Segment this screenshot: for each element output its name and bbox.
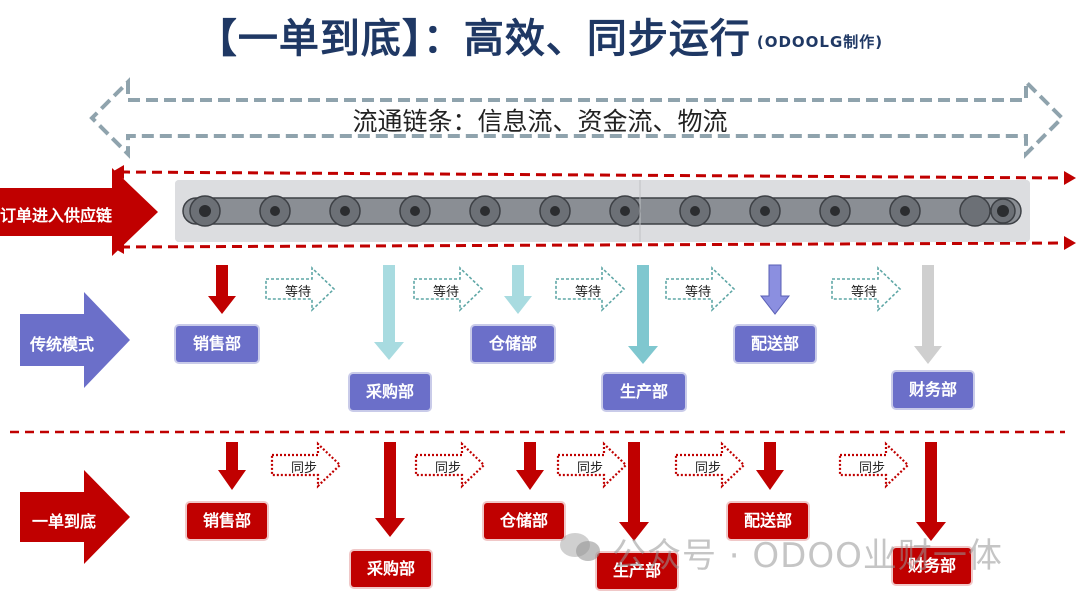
supply-entry-label: 订单进入供应链: [0, 206, 113, 225]
down-arrow-finance-trad: [914, 265, 942, 364]
sync-arrow-2: [414, 441, 486, 489]
watermark-text: 公众号 · ODOO业财一体: [612, 536, 1003, 576]
dept-sales-sync: 销售部: [187, 503, 267, 539]
sync-label: 同步: [290, 461, 317, 476]
wait-arrow-3: [555, 266, 626, 312]
wait-arrow-4: [665, 266, 736, 312]
wait-arrow-5: [831, 266, 902, 312]
down-arrow-warehouse-sync: [516, 442, 544, 490]
title-main: 【一单到底】：高效、同步运行: [196, 16, 751, 62]
one-order-arrow: [20, 470, 130, 564]
sync-label: 同步: [694, 461, 721, 476]
dept-finance-sync: 财务部: [893, 548, 971, 584]
dept-delivery-traditional: 配送部: [735, 326, 815, 362]
sync-arrow-3: [556, 441, 628, 489]
traditional-mode-arrow: [20, 292, 130, 388]
flow-banner-text: 流通链条：信息流、资金流、物流: [352, 107, 728, 136]
dept-purchase-sync: 采购部: [351, 551, 431, 587]
wait-label: 等待: [284, 285, 311, 300]
roller-chain-graphic: [175, 180, 1030, 242]
dept-finance-traditional: 财务部: [893, 372, 973, 408]
down-arrow-sales-trad: [208, 265, 236, 314]
sync-label: 同步: [576, 461, 603, 476]
traditional-mode-label: 传统模式: [30, 335, 95, 354]
down-arrow-delivery-sync: [756, 442, 784, 490]
down-arrow-production-trad: [628, 265, 658, 364]
down-arrow-purchase-sync: [375, 442, 405, 537]
sync-label: 同步: [858, 461, 885, 476]
wait-arrow-2: [413, 266, 484, 312]
wait-label: 等待: [850, 285, 877, 300]
dept-warehouse-traditional: 仓储部: [472, 326, 554, 362]
dept-sales-traditional: 销售部: [176, 326, 258, 362]
sync-label: 同步: [434, 461, 461, 476]
flow-banner-arrow: [89, 77, 1065, 159]
dept-production-sync: 生产部: [597, 553, 677, 589]
sync-arrow-5: [838, 441, 910, 489]
down-arrow-finance-sync: [916, 442, 946, 541]
roller-chain-image: [175, 180, 1030, 242]
dept-purchase-traditional: 采购部: [350, 374, 430, 410]
down-arrow-delivery-trad: [759, 264, 791, 315]
dept-production-traditional: 生产部: [603, 374, 685, 410]
page-title: 【一单到底】：高效、同步运行 (ODOOLG制作): [0, 6, 1080, 64]
wait-label: 等待: [574, 285, 601, 300]
wait-label: 等待: [432, 285, 459, 300]
title-note: (ODOOLG制作): [756, 32, 884, 51]
down-arrow-production-sync: [619, 442, 649, 541]
wait-label: 等待: [684, 285, 711, 300]
supply-entry-arrow: [0, 168, 158, 256]
sync-arrow-4: [674, 441, 746, 489]
wechat-icon: [560, 533, 600, 561]
down-arrow-purchase-trad: [374, 265, 404, 360]
down-arrow-sales-sync: [218, 442, 246, 490]
sync-arrow-1: [270, 441, 342, 489]
wait-arrow-1: [265, 266, 336, 312]
dept-warehouse-sync: 仓储部: [484, 503, 564, 539]
down-arrow-warehouse-trad: [504, 265, 532, 314]
dept-delivery-sync: 配送部: [728, 503, 808, 539]
one-order-label: 一单到底: [32, 512, 97, 531]
